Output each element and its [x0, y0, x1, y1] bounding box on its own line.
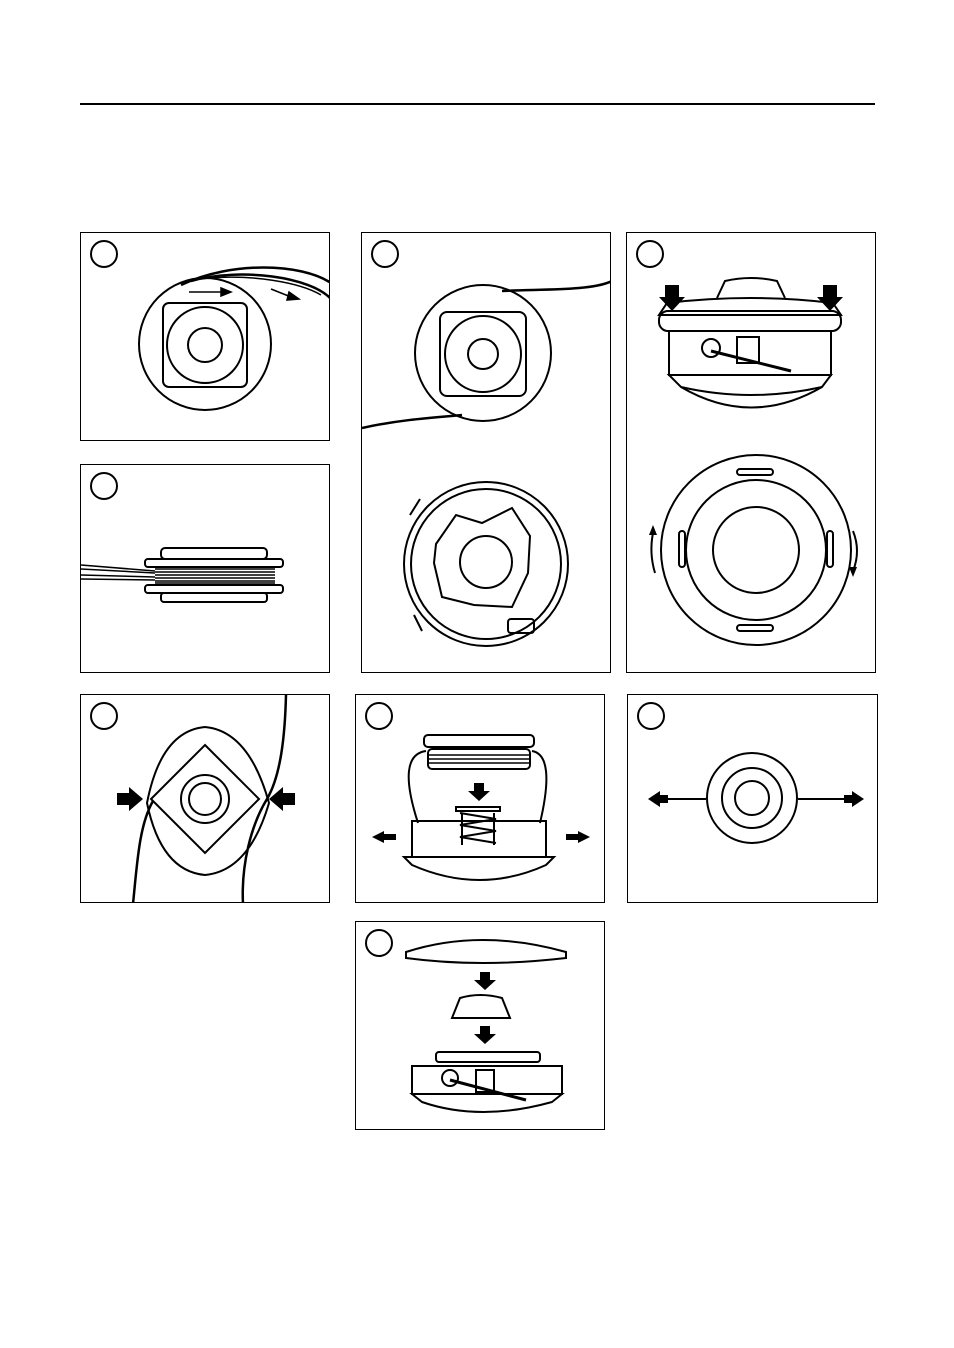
- step-number-circle: [371, 240, 399, 268]
- step-number-circle: [365, 702, 393, 730]
- header-rule: [80, 103, 875, 105]
- figure-assemble-spring: [355, 694, 605, 903]
- figure-eyelet-insert: [80, 694, 330, 903]
- figure-head-press-rotate: [626, 232, 876, 673]
- step-number-circle: [90, 702, 118, 730]
- step-number-circle: [90, 472, 118, 500]
- step-number-circle: [365, 929, 393, 957]
- step-number-circle: [90, 240, 118, 268]
- figure-spool-line-ends: [361, 232, 611, 673]
- step-number-circle: [636, 240, 664, 268]
- figure-assemble-head: [355, 921, 605, 1130]
- step-number-circle: [637, 702, 665, 730]
- figure-spool-wind-direction: [80, 232, 330, 441]
- figure-pull-lines: [627, 694, 878, 903]
- figure-spool-wound: [80, 464, 330, 673]
